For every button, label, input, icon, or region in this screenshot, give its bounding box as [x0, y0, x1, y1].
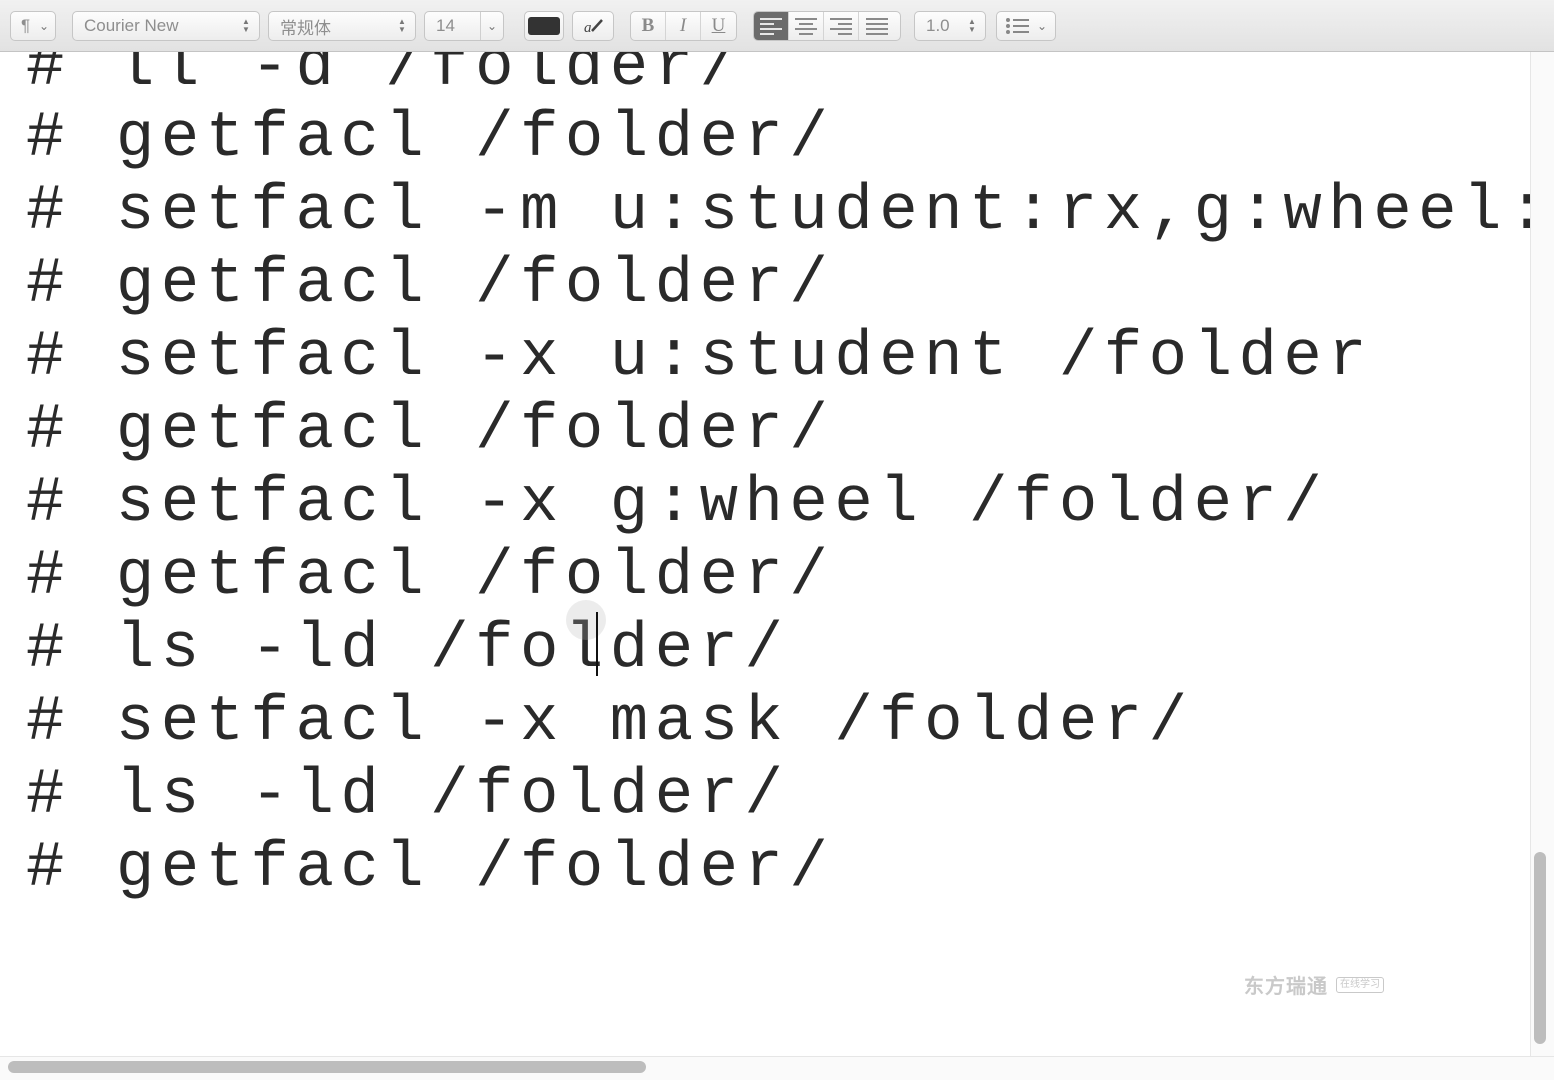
watermark-badge: 在线学习: [1336, 976, 1384, 993]
chevron-down-icon: ⌄: [479, 12, 503, 40]
code-line: # getfacl /folder/: [26, 103, 835, 175]
bulleted-list-icon: [1006, 18, 1029, 34]
vertical-scroll-thumb[interactable]: [1534, 852, 1546, 1044]
format-toolbar: ¶ ⌄ Courier New ▲▼ 常规体 ▲▼ 14 ⌄ a B I U: [0, 0, 1554, 52]
svg-text:a: a: [584, 20, 592, 35]
align-left-button[interactable]: [754, 12, 789, 40]
code-line: # setfacl -x u:student /folder: [26, 322, 1374, 394]
align-center-icon: [795, 17, 817, 35]
code-line: # setfacl -x mask /folder/: [26, 687, 1194, 759]
font-size-combobox[interactable]: 14 ⌄: [424, 11, 504, 41]
underline-label: U: [711, 15, 726, 36]
text-color-well[interactable]: [524, 11, 564, 41]
text-style-group: B I U: [630, 11, 737, 41]
alignment-group: [753, 11, 901, 41]
stepper-arrows-icon: ▲▼: [398, 17, 406, 34]
font-family-select[interactable]: Courier New ▲▼: [72, 11, 260, 41]
italic-button[interactable]: I: [666, 12, 701, 40]
text-color-swatch: [528, 17, 560, 35]
align-right-icon: [830, 17, 852, 35]
italic-label: I: [679, 15, 687, 36]
code-line: # getfacl /folder/: [26, 833, 835, 905]
highlighter-icon: a: [584, 19, 603, 35]
code-line: # ls -ld /folder/: [26, 760, 790, 832]
document-text-area[interactable]: # ll -d /folder/ # getfacl /folder/ # se…: [0, 52, 1530, 1056]
typeface-select[interactable]: 常规体 ▲▼: [268, 11, 416, 41]
code-line: # ls -ld /folder/: [26, 614, 790, 686]
code-line: # setfacl -m u:student:rx,g:wheel:rx,o:: [26, 176, 1530, 248]
align-right-button[interactable]: [824, 12, 859, 40]
highlight-color-button[interactable]: a: [572, 11, 614, 41]
align-justify-button[interactable]: [859, 12, 894, 40]
code-line: # getfacl /folder/: [26, 395, 835, 467]
mouse-cursor-halo: [566, 600, 606, 640]
align-left-icon: [760, 17, 782, 35]
text-caret: [596, 612, 598, 676]
align-center-button[interactable]: [789, 12, 824, 40]
list-style-popup[interactable]: ⌄: [996, 11, 1056, 41]
typeface-value: 常规体: [280, 18, 331, 39]
code-line: # ll -d /folder/: [26, 52, 745, 104]
code-line: # getfacl /folder/: [26, 249, 835, 321]
underline-button[interactable]: U: [701, 12, 736, 40]
code-line: # getfacl /folder/: [26, 541, 835, 613]
paragraph-style-popup[interactable]: ¶ ⌄: [10, 11, 56, 41]
bold-label: B: [641, 15, 655, 36]
horizontal-scroll-thumb[interactable]: [8, 1061, 646, 1073]
chevron-down-icon: ⌄: [38, 19, 49, 33]
line-spacing-value: 1.0: [926, 16, 950, 35]
stepper-arrows-icon: ▲▼: [968, 17, 976, 34]
font-family-value: Courier New: [84, 16, 179, 35]
code-line: # setfacl -x g:wheel /folder/: [26, 468, 1329, 540]
watermark-brand: 东方瑞通: [1244, 974, 1328, 998]
watermark-logo: 东方瑞通 在线学习: [1244, 970, 1384, 999]
align-justify-icon: [865, 17, 888, 35]
stepper-arrows-icon: ▲▼: [242, 17, 250, 34]
paragraph-icon: ¶: [21, 16, 31, 35]
font-size-value: 14: [436, 16, 455, 35]
chevron-down-icon: ⌄: [1037, 19, 1048, 33]
bold-button[interactable]: B: [631, 12, 666, 40]
line-spacing-select[interactable]: 1.0 ▲▼: [914, 11, 986, 41]
